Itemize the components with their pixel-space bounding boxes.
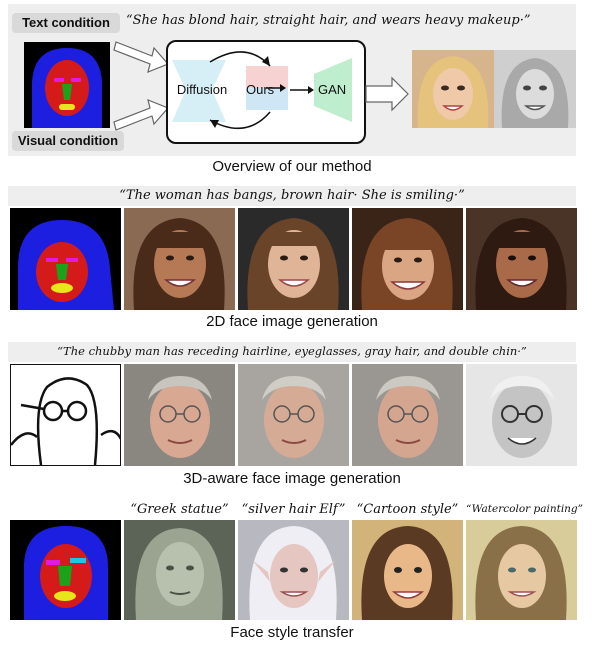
section-3d-sketch-image (10, 364, 121, 466)
style-face-cartoon (352, 520, 463, 620)
output-arrow (365, 76, 409, 112)
overview-caption: Overview of our method (212, 158, 372, 175)
style-label-cartoon-style: “Cartoon style” (356, 502, 459, 517)
style-label-watercolor-painting: “Watercolor painting” (466, 503, 584, 515)
section-2d-face-4 (466, 208, 577, 310)
output-face-sketch (494, 50, 576, 128)
section-2d-face-2 (238, 208, 349, 310)
text-condition-label: Text condition (12, 13, 120, 33)
segmentation-mask-image (24, 42, 110, 128)
gan-label: GAN (318, 82, 347, 97)
section-2d-prompt: “The woman has bangs, brown hair· She is… (119, 188, 465, 203)
input-arrows (113, 41, 170, 131)
section-3d-face-3 (352, 364, 463, 466)
style-face-greek-statue (124, 520, 235, 620)
ours-label: Ours (246, 82, 275, 97)
style-label-silver-hair-elf: “silver hair Elf” (241, 502, 346, 517)
section-2d-band (8, 186, 576, 206)
section-3d-face-2 (238, 364, 349, 466)
section-3d-prompt: “The chubby man has receding hairline, e… (57, 344, 527, 358)
section-2d-caption: 2D face image generation (206, 313, 378, 330)
output-face-blond (412, 50, 494, 128)
style-label-greek-statue: “Greek statue” (130, 502, 229, 517)
style-face-watercolor (466, 520, 577, 620)
section-style-caption: Face style transfer (230, 624, 354, 641)
section-2d-face-1 (124, 208, 235, 310)
section-3d-band (8, 342, 576, 362)
diffusion-label: Diffusion (176, 82, 228, 97)
section-2d-mask-image (10, 208, 121, 310)
section-style-mask-image (10, 520, 121, 620)
section-2d-face-3 (352, 208, 463, 310)
section-3d-caption: 3D-aware face image generation (183, 470, 401, 487)
pipeline-diagram (172, 51, 352, 130)
style-face-silver-hair-elf (238, 520, 349, 620)
visual-condition-label: Visual condition (12, 131, 124, 151)
section-3d-face-1 (124, 364, 235, 466)
section-3d-face-relief (466, 364, 577, 466)
overview-prompt: “She has blond hair, straight hair, and … (126, 13, 531, 28)
